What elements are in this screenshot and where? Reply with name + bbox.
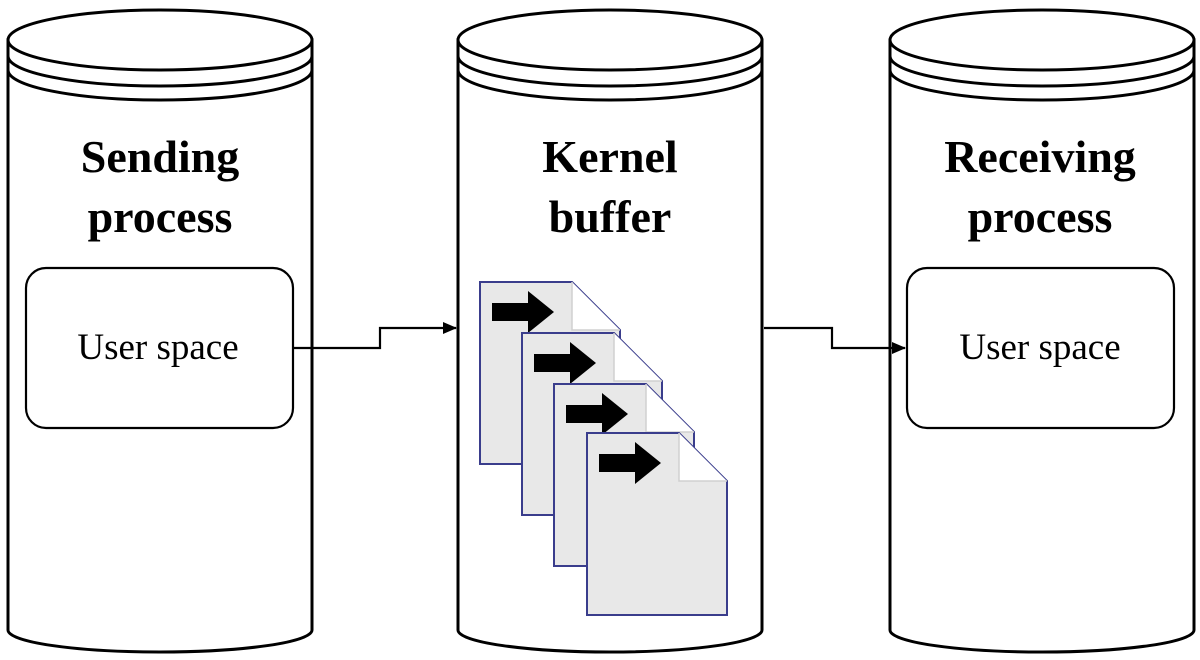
sending-process-title-line2: process bbox=[88, 191, 233, 242]
receiving-user-space-label: User space bbox=[959, 327, 1120, 368]
kernel-buffer-cylinder: Kernel buffer bbox=[456, 8, 764, 654]
sending-process-title-line1: Sending bbox=[81, 131, 240, 182]
kernel-buffer-title-line2: buffer bbox=[549, 191, 672, 242]
arrow-right-icon bbox=[764, 326, 906, 354]
arrow-right-icon bbox=[293, 322, 457, 350]
receiving-process-title-line1: Receiving bbox=[944, 131, 1136, 182]
kernel-buffer-title-line1: Kernel bbox=[542, 131, 677, 182]
message-stack bbox=[479, 281, 728, 616]
receiving-process-cylinder: Receiving process User space bbox=[888, 8, 1196, 654]
receiving-user-space-box bbox=[905, 266, 1176, 430]
document-arrow-icon bbox=[586, 432, 728, 616]
sending-user-space-label: User space bbox=[77, 327, 238, 368]
sending-process-cylinder: Sending process User space bbox=[6, 8, 314, 654]
receiving-process-title-line2: process bbox=[968, 191, 1113, 242]
